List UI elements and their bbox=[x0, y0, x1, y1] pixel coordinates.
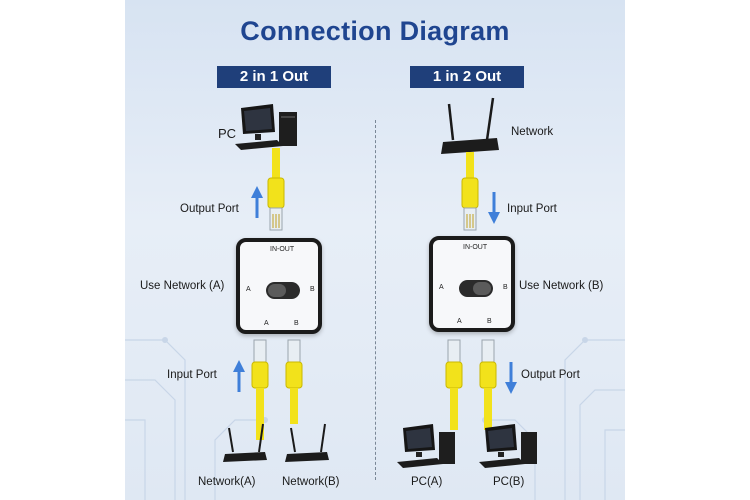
label-pc-a: PC(A) bbox=[411, 476, 443, 488]
switch-port-a: A bbox=[264, 320, 269, 327]
switch-side-b: B bbox=[310, 286, 315, 293]
switch-side-a: A bbox=[439, 284, 444, 291]
label-network-top: Network bbox=[511, 126, 554, 138]
arrow-down-icon bbox=[488, 192, 500, 224]
toggle-knob bbox=[473, 282, 491, 295]
switch-label-in-out: IN-OUT bbox=[270, 246, 295, 253]
switch-port-a: A bbox=[457, 318, 462, 325]
label-network-b: Network(B) bbox=[282, 476, 340, 488]
pc-icon bbox=[479, 424, 537, 468]
label-output-port-left: Output Port bbox=[180, 203, 239, 215]
ethernet-cable-input bbox=[461, 152, 479, 231]
toggle-switch-right[interactable] bbox=[459, 280, 493, 297]
mode-badge-left: 2 in 1 Out bbox=[217, 66, 331, 88]
toggle-switch-left[interactable] bbox=[266, 282, 300, 299]
label-pc-top: PC bbox=[218, 126, 237, 141]
label-input-port-left: Input Port bbox=[167, 369, 217, 381]
network-switch-right: IN-OUT A B A B bbox=[429, 236, 515, 332]
pc-icon bbox=[397, 424, 455, 468]
label-output-port-right: Output Port bbox=[521, 369, 580, 381]
router-icon bbox=[441, 97, 499, 154]
switch-label-in-out: IN-OUT bbox=[463, 244, 488, 251]
network-switch-left: IN-OUT A B A B bbox=[236, 238, 322, 334]
arrow-up-icon bbox=[233, 360, 245, 392]
page-title: Connection Diagram bbox=[240, 16, 510, 46]
switch-port-b: B bbox=[294, 320, 299, 327]
ethernet-cable-output bbox=[267, 148, 285, 231]
router-icon bbox=[223, 423, 267, 462]
section-divider bbox=[375, 120, 376, 480]
switch-side-b: B bbox=[503, 284, 508, 291]
label-use-network-a: Use Network (A) bbox=[140, 280, 225, 292]
arrow-up-icon bbox=[251, 186, 263, 218]
arrow-down-icon bbox=[505, 362, 517, 394]
label-input-port-right: Input Port bbox=[507, 203, 557, 215]
toggle-knob bbox=[268, 284, 286, 297]
switch-side-a: A bbox=[246, 286, 251, 293]
diagram-canvas: Connection Diagram 2 in 1 Out 1 in 2 Out… bbox=[125, 0, 625, 500]
router-icon bbox=[285, 423, 329, 462]
ethernet-cables-output bbox=[445, 339, 497, 430]
label-use-network-b: Use Network (B) bbox=[519, 280, 604, 292]
ethernet-cables-input bbox=[251, 339, 303, 440]
pc-icon bbox=[235, 104, 297, 150]
label-network-a: Network(A) bbox=[198, 476, 256, 488]
mode-badge-right: 1 in 2 Out bbox=[410, 66, 524, 88]
switch-port-b: B bbox=[487, 318, 492, 325]
label-pc-b: PC(B) bbox=[493, 476, 525, 488]
